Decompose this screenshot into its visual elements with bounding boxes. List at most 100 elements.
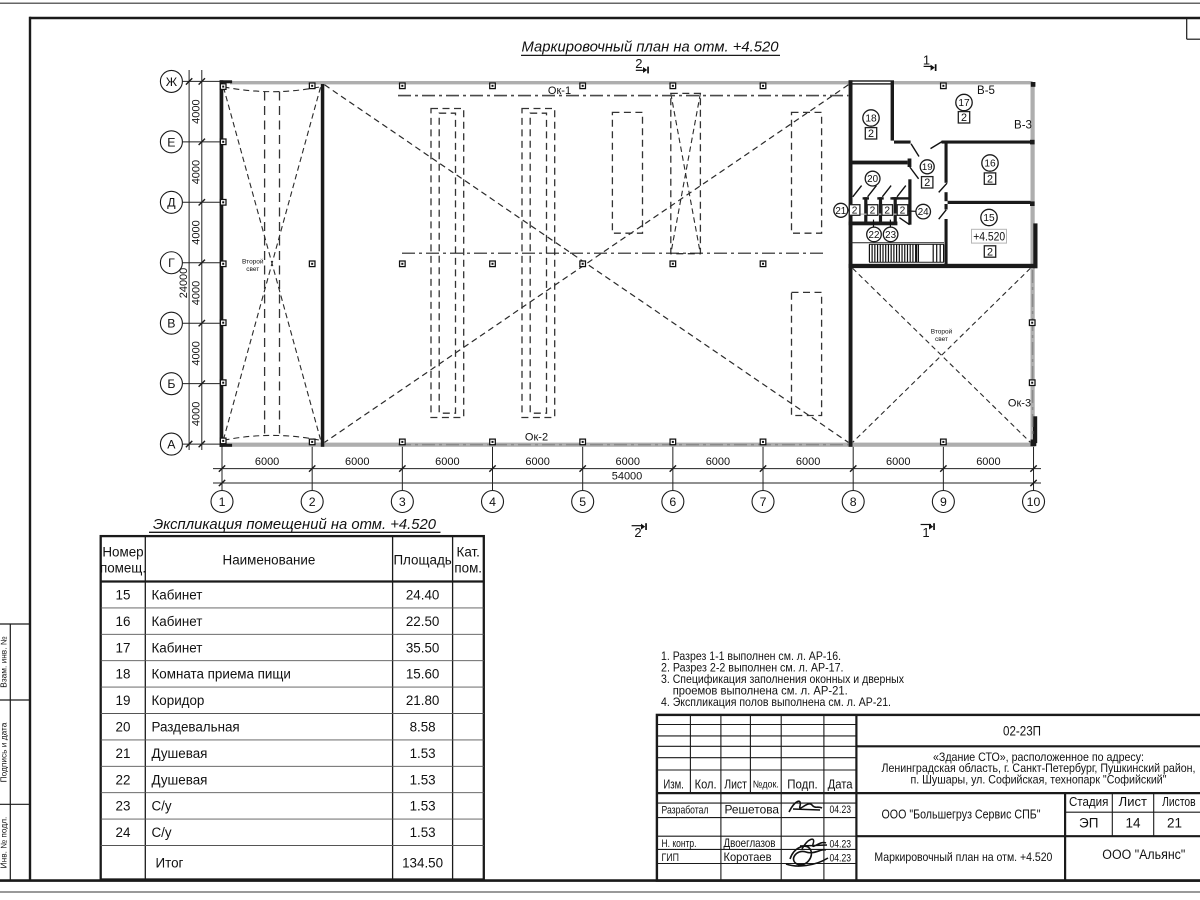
svg-text:Лист: Лист: [724, 778, 747, 792]
svg-text:Е: Е: [167, 135, 175, 149]
svg-text:2. Разрез 2-2 выполнен см. л.: 2. Разрез 2-2 выполнен см. л. АР-17.: [661, 661, 844, 675]
svg-text:6: 6: [669, 495, 676, 509]
svg-text:16: 16: [116, 614, 131, 629]
svg-text:16: 16: [984, 159, 996, 170]
svg-text:пом.: пом.: [454, 561, 482, 576]
svg-text:Решетова: Решетова: [725, 803, 780, 817]
svg-text:6000: 6000: [616, 456, 640, 468]
svg-text:помещ.: помещ.: [100, 561, 146, 576]
svg-text:17: 17: [116, 640, 131, 655]
svg-text:п. Шушары, ул. Софийская, техн: п. Шушары, ул. Софийская, технопарк "Соф…: [911, 772, 1167, 786]
svg-text:ЭП: ЭП: [1079, 816, 1098, 831]
svg-text:1.53: 1.53: [410, 825, 436, 840]
svg-text:2: 2: [852, 206, 858, 217]
svg-text:4. Экспликация полов выполнена: 4. Экспликация полов выполнена см. л. АР…: [661, 695, 891, 709]
svg-text:9: 9: [940, 495, 947, 509]
svg-text:Разработал: Разработал: [662, 805, 709, 817]
svg-text:Кабинет: Кабинет: [152, 640, 203, 655]
svg-text:2: 2: [961, 112, 967, 124]
svg-text:2: 2: [634, 525, 641, 540]
svg-text:2: 2: [987, 246, 993, 258]
svg-text:1: 1: [219, 495, 226, 509]
svg-text:1.53: 1.53: [410, 799, 436, 814]
svg-text:С/у: С/у: [152, 799, 172, 814]
svg-text:6000: 6000: [345, 456, 369, 468]
svg-text:4000: 4000: [191, 160, 203, 184]
svg-text:17: 17: [958, 98, 970, 109]
svg-text:Маркировочный план на отм. +4.: Маркировочный план на отм. +4.520: [522, 40, 780, 56]
svg-text:1: 1: [922, 525, 929, 540]
svg-text:21: 21: [835, 206, 846, 217]
svg-text:Стадия: Стадия: [1069, 794, 1109, 809]
svg-text:2: 2: [987, 173, 993, 185]
svg-text:6000: 6000: [796, 456, 820, 468]
svg-text:6000: 6000: [706, 456, 730, 468]
svg-text:2: 2: [870, 206, 876, 217]
svg-text:10: 10: [1027, 495, 1041, 509]
svg-text:Подпись и дата: Подпись и дата: [0, 722, 9, 782]
svg-text:Номер: Номер: [102, 545, 143, 560]
svg-text:8: 8: [850, 495, 857, 509]
svg-text:22: 22: [869, 230, 880, 241]
svg-text:Взам. инв. №: Взам. инв. №: [0, 636, 9, 688]
svg-text:35.50: 35.50: [406, 640, 440, 655]
svg-text:Коридор: Коридор: [152, 693, 205, 708]
svg-text:134.50: 134.50: [402, 855, 443, 870]
svg-text:2: 2: [309, 495, 316, 509]
svg-text:+4.520: +4.520: [973, 232, 1005, 244]
svg-text:Д: Д: [167, 196, 176, 210]
svg-text:2: 2: [635, 56, 642, 71]
svg-text:6000: 6000: [525, 456, 549, 468]
svg-text:6000: 6000: [976, 456, 1000, 468]
svg-text:5: 5: [579, 495, 586, 509]
svg-text:4000: 4000: [191, 220, 203, 244]
svg-text:7: 7: [760, 495, 767, 509]
svg-text:Раздевальная: Раздевальная: [152, 720, 240, 735]
svg-text:Площадь: Площадь: [393, 553, 451, 568]
svg-text:21.80: 21.80: [406, 693, 440, 708]
svg-text:24000: 24000: [178, 268, 190, 299]
svg-text:Комната приема пищи: Комната приема пищи: [152, 667, 291, 682]
svg-text:1. Разрез 1-1 выполнен см. л.: 1. Разрез 1-1 выполнен см. л. АР-16.: [661, 649, 841, 663]
svg-text:1.53: 1.53: [410, 746, 436, 761]
svg-text:22: 22: [116, 772, 131, 787]
svg-text:Ок-2: Ок-2: [525, 431, 548, 443]
svg-text:Ленинградская область, г. Санк: Ленинградская область, г. Санкт-Петербур…: [882, 761, 1196, 775]
svg-text:Кат.: Кат.: [457, 545, 480, 560]
svg-text:24: 24: [116, 825, 131, 840]
svg-text:С/у: С/у: [152, 825, 172, 840]
svg-text:Кол.: Кол.: [695, 778, 717, 792]
svg-text:2: 2: [868, 128, 874, 140]
svg-text:15.60: 15.60: [406, 667, 440, 682]
svg-text:Дата: Дата: [828, 778, 853, 792]
svg-text:2: 2: [884, 206, 890, 217]
svg-text:свет: свет: [246, 266, 259, 273]
svg-text:4000: 4000: [191, 281, 203, 305]
svg-text:«Здание СТО», расположенное по: «Здание СТО», расположенное по адресу:: [933, 750, 1144, 764]
svg-text:ООО "Альянс": ООО "Альянс": [1102, 847, 1185, 862]
svg-text:6000: 6000: [435, 456, 459, 468]
svg-text:23: 23: [116, 799, 131, 814]
svg-text:Второй: Второй: [931, 328, 953, 336]
svg-text:Г: Г: [168, 256, 175, 270]
svg-text:Инв. № подл.: Инв. № подл.: [0, 817, 9, 869]
svg-text:20: 20: [867, 174, 878, 185]
svg-text:проемов выполнена см. л. АР-21: проемов выполнена см. л. АР-21.: [673, 684, 848, 698]
svg-text:15: 15: [116, 588, 131, 603]
svg-text:Изм.: Изм.: [663, 778, 684, 792]
svg-text:04.23: 04.23: [830, 853, 852, 865]
svg-text:4: 4: [489, 495, 496, 509]
svg-text:Ок-1: Ок-1: [548, 85, 571, 97]
svg-text:А: А: [167, 438, 176, 452]
svg-text:№док.: №док.: [753, 780, 779, 791]
svg-text:8.58: 8.58: [410, 720, 436, 735]
svg-text:Б: Б: [167, 377, 175, 391]
svg-text:Итог: Итог: [156, 855, 184, 870]
svg-text:2: 2: [924, 177, 930, 189]
svg-text:6000: 6000: [255, 456, 279, 468]
svg-text:свет: свет: [935, 336, 948, 343]
svg-text:Маркировочный план на отм. +4.: Маркировочный план на отм. +4.520: [874, 850, 1052, 864]
svg-text:1.53: 1.53: [410, 772, 436, 787]
svg-text:Коротаев: Коротаев: [724, 850, 772, 864]
svg-text:2: 2: [900, 206, 906, 217]
